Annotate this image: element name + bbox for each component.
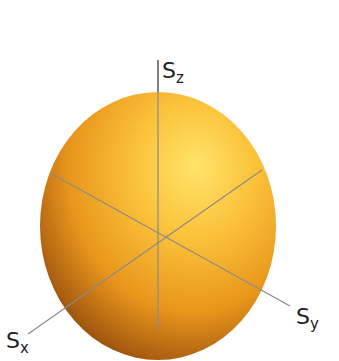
axes [28, 60, 290, 334]
axes-outer [157, 60, 158, 92]
sx-axis [28, 170, 262, 334]
axis-label: Sz [162, 60, 184, 82]
axis-label: Sy [296, 306, 319, 328]
sy-axis [52, 174, 290, 306]
sz-axis-tip [157, 60, 158, 92]
sz-axis [157, 60, 158, 330]
axis-label: Sx [6, 330, 29, 352]
